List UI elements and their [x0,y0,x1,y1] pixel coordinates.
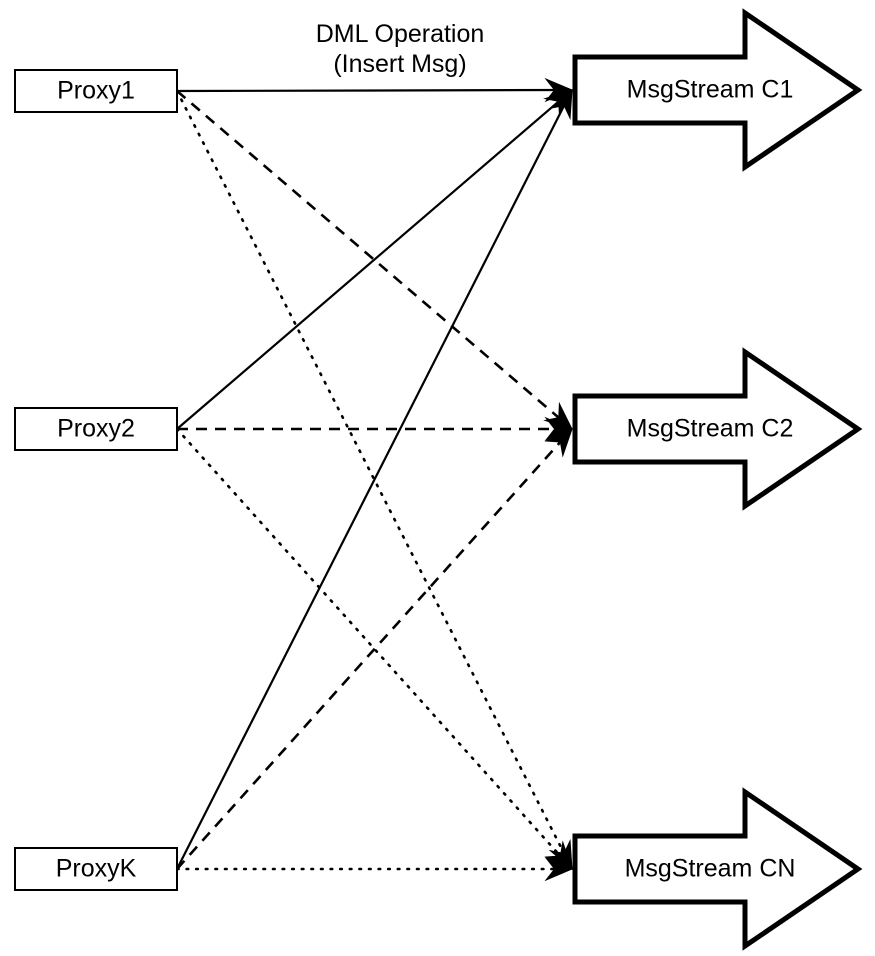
edge-proxy2-c1 [176,98,562,430]
stream_c2: MsgStream C2 [572,347,863,511]
edge-proxy1-cn [175,89,567,858]
proxy2-box[interactable] [14,407,178,451]
edge-proxy2-cn [175,427,564,860]
annotation-line-2: (Insert Msg) [333,50,466,78]
stream_cn-label: MsgStream CN [625,855,796,883]
proxy2-node[interactable]: Proxy2 [14,407,178,451]
edge-proxyk-c1-arrowhead [548,88,573,121]
edge-proxy1-c1 [176,88,558,93]
edge-proxyk-c2-arrowhead [544,428,573,458]
edge-annotation: DML Operation (Insert Msg) [316,20,485,78]
stream_c2-shape [572,347,863,511]
edge-proxyk-c2 [176,438,564,870]
stream_c1-label: MsgStream C1 [627,76,794,104]
edge-proxyk-c1 [176,102,567,870]
streams-layer: MsgStream C1 MsgStream C2 MsgStream CN [572,8,863,951]
proxy2-label: Proxy2 [57,415,135,443]
proxy1-box[interactable] [14,69,178,113]
annotation-line-1: DML Operation [316,20,485,48]
edge-proxyk-cn-arrowhead [544,856,574,882]
proxy1-label: Proxy1 [57,77,135,105]
stream_c1-shape [572,8,863,172]
stream_cn: MsgStream CN [572,787,863,951]
proxyk-label: ProxyK [56,855,137,883]
edge-proxy1-c2 [176,90,562,421]
stream_cn-shape [572,787,863,951]
proxyk-node[interactable]: ProxyK [14,847,178,891]
edges-layer [175,88,567,871]
proxy1-node[interactable]: Proxy1 [14,69,178,113]
stream_c1: MsgStream C1 [572,8,863,172]
proxyk-box[interactable] [14,847,178,891]
stream_c2-label: MsgStream C2 [627,415,794,443]
arrowheads-layer [543,77,574,882]
